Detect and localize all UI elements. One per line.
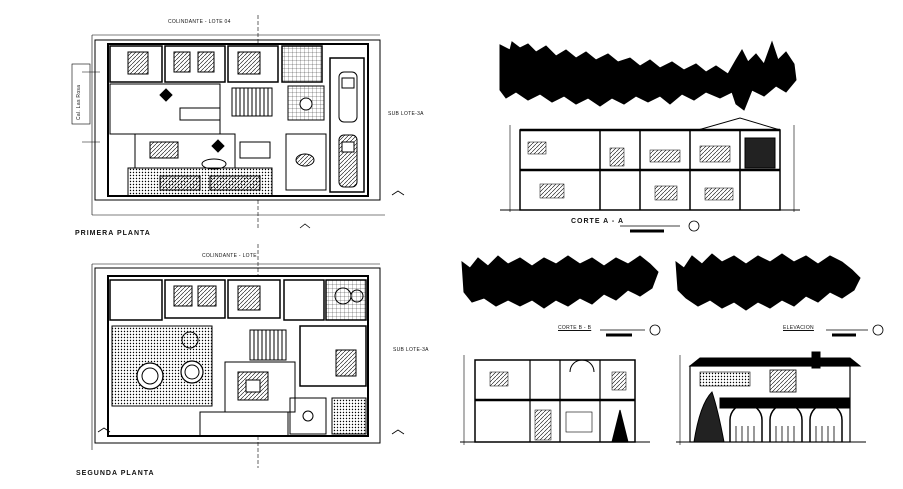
second-floor-title: SEGUNDA PLANTA	[76, 470, 155, 477]
second-floor-top-label: COLINDANTE - LOTE	[202, 253, 257, 259]
tree-silhouette-icon	[461, 255, 659, 309]
front-elevation	[675, 253, 884, 445]
section-a-a	[499, 40, 800, 233]
first-floor-plan	[71, 15, 405, 229]
section-b-b	[460, 255, 661, 445]
elevation-title: ELEVACION	[783, 325, 814, 331]
first-floor-title: PRIMERA PLANTA	[75, 230, 151, 237]
first-floor-street-label: Cal. Las Rosa	[76, 84, 82, 120]
first-floor-right-label: SUB LOTE-3A	[388, 111, 424, 117]
section-a-title: CORTE A - A	[571, 218, 624, 225]
tree-silhouette-icon	[675, 253, 861, 311]
tree-silhouette-icon	[499, 40, 797, 111]
section-b-title: CORTE B - B	[558, 325, 592, 331]
second-floor-right-label: SUB LOTE-3A	[393, 347, 429, 353]
first-floor-top-label: COLINDANTE - LOTE 04	[168, 19, 231, 25]
second-floor-plan	[91, 244, 405, 468]
